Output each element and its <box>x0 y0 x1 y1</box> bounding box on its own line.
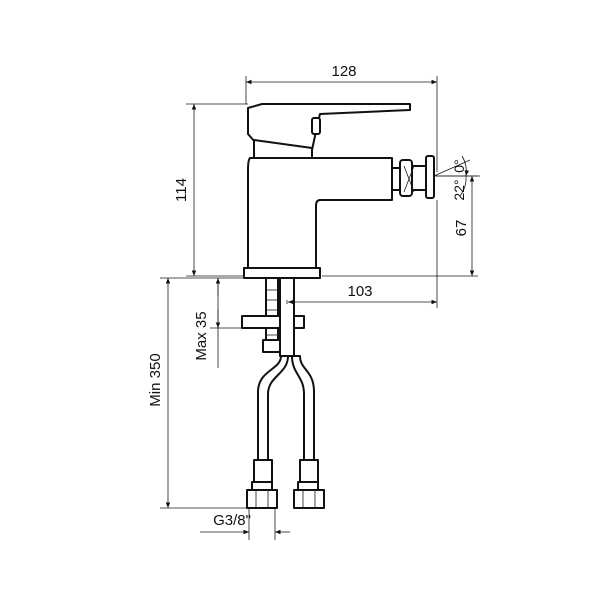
ferrule-right <box>299 459 319 483</box>
dim-label-114: 114 <box>173 178 190 202</box>
dim-deck-thickness: Max 35 <box>193 277 244 368</box>
threaded-rod <box>265 277 279 349</box>
hose-right <box>291 355 315 461</box>
dim-height-total: 114 <box>173 103 248 277</box>
under-deck-assembly <box>241 277 325 509</box>
hose-stem <box>279 277 295 357</box>
faucet-body <box>243 103 435 279</box>
dim-label-67: 67 <box>453 220 470 237</box>
dim-nozzle-angle: 0° 22° <box>433 155 480 201</box>
dim-width-total: 128 <box>245 63 438 172</box>
hex-nut-right <box>293 489 325 509</box>
ferrule-left <box>253 459 273 483</box>
angle-label-0: 0° <box>451 159 467 172</box>
hex-nut-left <box>246 489 278 509</box>
dim-hose-length: Min 350 <box>147 277 247 509</box>
dim-label-thread: G3/8" <box>213 512 251 529</box>
angle-label-22: 22° <box>451 179 467 200</box>
dim-label-128: 128 <box>331 63 356 80</box>
dim-label-103: 103 <box>347 283 372 300</box>
hose-left <box>257 355 289 461</box>
aerator-nozzle <box>391 155 435 199</box>
dim-label-max35: Max 35 <box>193 311 210 360</box>
handle-pin <box>311 117 321 135</box>
body-column <box>247 157 393 269</box>
base-plate <box>243 267 321 279</box>
mounting-nut <box>262 339 282 353</box>
dim-label-min350: Min 350 <box>147 353 164 406</box>
dim-spout-reach: 103 <box>286 200 438 308</box>
dim-thread: G3/8" <box>200 508 290 540</box>
